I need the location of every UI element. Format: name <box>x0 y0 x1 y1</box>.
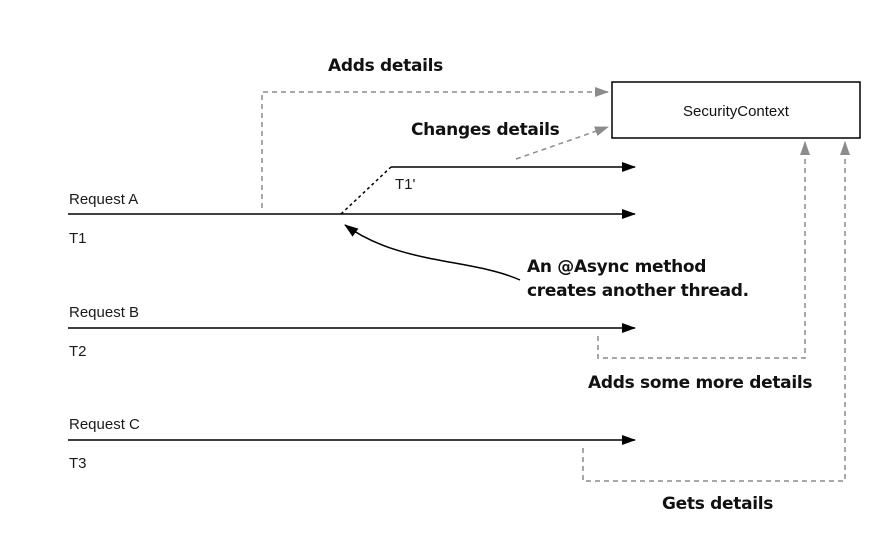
thread-t1-prime-label: T1' <box>395 176 416 193</box>
request-c-label: Request C <box>69 416 140 433</box>
adds-details-label: Adds details <box>328 56 443 76</box>
gets-details-connector: Gets details <box>582 141 850 514</box>
request-a-timeline: Request A T1 <box>68 191 636 247</box>
changes-details-label: Changes details <box>411 120 560 140</box>
security-context-box: SecurityContext <box>611 81 861 139</box>
security-context-label: SecurityContext <box>683 103 790 120</box>
async-annotation: An @Async method creates another thread. <box>344 224 749 301</box>
request-b-label: Request B <box>69 304 139 321</box>
adds-more-details-connector: Adds some more details <box>588 141 813 393</box>
request-a-label: Request A <box>69 191 138 208</box>
async-annotation-line2: creates another thread. <box>527 281 749 301</box>
thread-t1-label: T1 <box>69 230 87 247</box>
adds-more-details-label: Adds some more details <box>588 373 812 393</box>
request-b-timeline: Request B T2 <box>68 304 636 360</box>
gets-details-label: Gets details <box>662 494 773 514</box>
async-thread-timeline: T1' <box>340 162 636 215</box>
async-annotation-line1: An @Async method <box>527 257 706 277</box>
thread-t3-label: T3 <box>69 455 87 472</box>
changes-details-connector: Changes details <box>411 120 609 160</box>
request-c-timeline: Request C T3 <box>68 416 636 472</box>
adds-details-connector: Adds details <box>261 56 609 208</box>
thread-t2-label: T2 <box>69 343 87 360</box>
